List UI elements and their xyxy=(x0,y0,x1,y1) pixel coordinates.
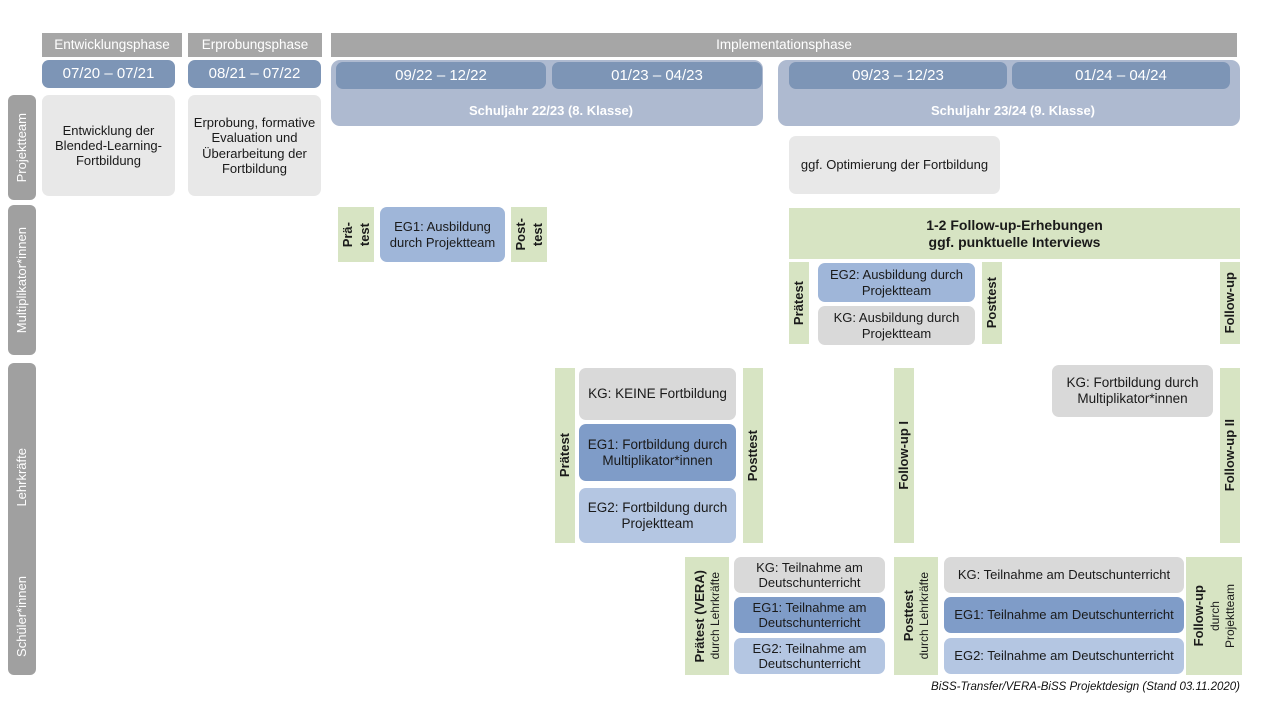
multiplikator-eg2-box: EG2: Ausbildung durch Projektteam xyxy=(818,263,975,302)
followup-banner-line2: ggf. punktuelle Interviews xyxy=(928,233,1101,250)
sidebar-item-label: Projektteam xyxy=(14,112,30,183)
multiplikator-followup-banner: 1-2 Follow-up-Erhebungen ggf. punktuelle… xyxy=(789,208,1240,259)
lehrkraefte-kg-fortbildung-box: KG: Fortbildung durch Multiplikator*inne… xyxy=(1052,365,1213,417)
projektteam-optimierung-text: ggf. Optimierung der Fortbildung xyxy=(800,157,989,173)
posttest-label: Posttest xyxy=(745,429,761,482)
school-year-label-2324: Schuljahr 23/24 (9. Klasse) xyxy=(778,96,1248,126)
schueler-eg2-text-b: EG2: Teilnahme am Deutschunterricht xyxy=(954,648,1174,664)
period-0923-1223: 09/23 – 12/23 xyxy=(789,62,1007,89)
followup-banner-line1: 1-2 Follow-up-Erhebungen xyxy=(926,216,1103,233)
praetest-sub-label: durch Lehrkräfte xyxy=(708,572,723,660)
multiplikator-praetest-right: Prätest xyxy=(789,262,809,344)
phase-header-label: Entwicklungsphase xyxy=(54,37,170,53)
posttest-line1: Post- xyxy=(513,218,529,251)
period-0720-0721: 07/20 – 07/21 xyxy=(42,60,175,88)
projektteam-entwicklung-box: Entwicklung der Blended-Learning-Fortbil… xyxy=(42,95,175,196)
followup2-label: Follow-up II xyxy=(1222,419,1238,492)
posttest-label: Posttest xyxy=(984,277,1000,329)
phase-header-label: Erprobungsphase xyxy=(201,37,309,53)
schueler-eg2-box-b: EG2: Teilnahme am Deutschunterricht xyxy=(944,638,1184,674)
lehrkraefte-followup1-strip: Follow-up I xyxy=(894,368,914,543)
schueler-eg1-box-a: EG1: Teilnahme am Deutschunterricht xyxy=(734,597,885,633)
schueler-followup-strip: Follow-up durch Projektteam xyxy=(1186,557,1242,675)
period-label: 01/23 – 04/23 xyxy=(611,66,703,84)
schueler-eg1-text-a: EG1: Teilnahme am Deutschunterricht xyxy=(752,599,867,630)
multiplikator-eg2-text: EG2: Ausbildung durch Projektteam xyxy=(830,267,963,298)
lehrkraefte-eg1-text: EG1: Fortbildung durch Multiplikator*inn… xyxy=(587,436,728,468)
period-label: 07/20 – 07/21 xyxy=(62,65,155,83)
sidebar-item-lehrkraefte[interactable]: Lehrkräfte xyxy=(8,363,36,591)
lehrkraefte-eg1-box: EG1: Fortbildung durch Multiplikator*inn… xyxy=(579,424,736,481)
posttest-line2: test xyxy=(529,222,545,247)
multiplikator-praetest-left: Prä- test xyxy=(338,207,374,262)
projektteam-optimierung-box: ggf. Optimierung der Fortbildung xyxy=(789,136,1000,194)
multiplikator-posttest-left: Post- test xyxy=(511,207,547,262)
lehrkraefte-eg2-box: EG2: Fortbildung durch Projektteam xyxy=(579,488,736,543)
schueler-eg1-box-b: EG1: Teilnahme am Deutschunterricht xyxy=(944,597,1184,633)
schueler-kg-box-a: KG: Teilnahme am Deutschunterricht xyxy=(734,557,885,593)
lehrkraefte-eg2-text: EG2: Fortbildung durch Projektteam xyxy=(587,499,728,531)
sidebar-item-label: Schüler*innen xyxy=(14,575,30,657)
multiplikator-followup-strip: Follow-up xyxy=(1220,262,1240,344)
schueler-kg-text-a: KG: Teilnahme am Deutschunterricht xyxy=(756,559,863,590)
lehrkraefte-kg-text: KG: KEINE Fortbildung xyxy=(588,386,727,402)
followup1-label: Follow-up I xyxy=(896,421,912,490)
period-label: 01/24 – 04/24 xyxy=(1075,66,1167,84)
school-year-label-2223: Schuljahr 22/23 (8. Klasse) xyxy=(331,96,771,126)
praetest-label: Prätest xyxy=(791,280,807,326)
sidebar-item-label: Multiplikator*innen xyxy=(14,226,30,334)
period-0123-0423: 01/23 – 04/23 xyxy=(552,62,762,89)
period-0124-0424: 01/24 – 04/24 xyxy=(1012,62,1230,89)
phase-header-implementationsphase: Implementationsphase xyxy=(331,33,1237,57)
period-label: 09/23 – 12/23 xyxy=(852,66,944,84)
multiplikator-kg-text: KG: Ausbildung durch Projektteam xyxy=(833,310,960,341)
phase-header-entwicklungsphase: Entwicklungsphase xyxy=(42,33,182,57)
lehrkraefte-followup2-strip: Follow-up II xyxy=(1220,368,1240,543)
schueler-eg1-text-b: EG1: Teilnahme am Deutschunterricht xyxy=(954,607,1174,623)
phase-header-erprobungsphase: Erprobungsphase xyxy=(188,33,322,57)
followup-main-label: Follow-up xyxy=(1191,585,1207,647)
footer-text: BiSS-Transfer/VERA-BiSS Projektdesign (S… xyxy=(931,681,1240,693)
schueler-praetest-strip: Prätest (VERA) durch Lehrkräfte xyxy=(685,557,729,675)
sidebar-item-label: Lehrkräfte xyxy=(14,447,30,507)
schueler-eg2-text-a: EG2: Teilnahme am Deutschunterricht xyxy=(752,640,867,671)
projektteam-erprobung-text: Erprobung, formative Evaluation und Über… xyxy=(193,114,316,176)
projektteam-entwicklung-text: Entwicklung der Blended-Learning-Fortbil… xyxy=(55,122,162,169)
schueler-eg2-box-a: EG2: Teilnahme am Deutschunterricht xyxy=(734,638,885,674)
period-label: 09/22 – 12/22 xyxy=(395,66,487,84)
lehrkraefte-praetest-strip: Prätest xyxy=(555,368,575,543)
footer-caption: BiSS-Transfer/VERA-BiSS Projektdesign (S… xyxy=(640,681,1240,697)
lehrkraefte-posttest-strip: Posttest xyxy=(743,368,763,543)
schueler-kg-text-b: KG: Teilnahme am Deutschunterricht xyxy=(957,567,1171,583)
followup-label: Follow-up xyxy=(1222,272,1238,334)
school-year-text: Schuljahr 23/24 (9. Klasse) xyxy=(930,103,1096,119)
multiplikator-eg1-box: EG1: Ausbildung durch Projektteam xyxy=(380,207,505,262)
schueler-posttest-strip: Posttest durch Lehrkräfte xyxy=(894,557,938,675)
multiplikator-eg1-text: EG1: Ausbildung durch Projektteam xyxy=(389,219,496,250)
sidebar-item-schuelerinnen[interactable]: Schüler*innen xyxy=(8,557,36,675)
followup-sub2-label: Projektteam xyxy=(1222,583,1237,649)
sidebar-item-multiplikatorinnen[interactable]: Multiplikator*innen xyxy=(8,205,36,355)
schueler-kg-box-b: KG: Teilnahme am Deutschunterricht xyxy=(944,557,1184,593)
praetest-line2: test xyxy=(356,222,372,247)
period-label: 08/21 – 07/22 xyxy=(208,65,301,83)
multiplikator-kg-box: KG: Ausbildung durch Projektteam xyxy=(818,306,975,345)
lehrkraefte-kg-box: KG: KEINE Fortbildung xyxy=(579,368,736,420)
projektteam-erprobung-box: Erprobung, formative Evaluation und Über… xyxy=(188,95,321,196)
praetest-label: Prätest xyxy=(557,433,573,478)
posttest-main-label: Posttest xyxy=(900,590,916,642)
sidebar-item-projektteam[interactable]: Projektteam xyxy=(8,95,36,200)
school-year-text: Schuljahr 22/23 (8. Klasse) xyxy=(468,103,634,119)
praetest-line1: Prä- xyxy=(340,221,356,248)
lehrkraefte-kg-fortbildung-text: KG: Fortbildung durch Multiplikator*inne… xyxy=(1066,375,1199,406)
followup-sub1-label: durch xyxy=(1207,600,1222,632)
praetest-main-label: Prätest (VERA) xyxy=(691,569,707,663)
posttest-sub-label: durch Lehrkräfte xyxy=(917,572,932,660)
period-0821-0722: 08/21 – 07/22 xyxy=(188,60,321,88)
phase-header-label: Implementationsphase xyxy=(716,37,852,53)
multiplikator-posttest-right: Posttest xyxy=(982,262,1002,344)
period-0922-1222: 09/22 – 12/22 xyxy=(336,62,546,89)
